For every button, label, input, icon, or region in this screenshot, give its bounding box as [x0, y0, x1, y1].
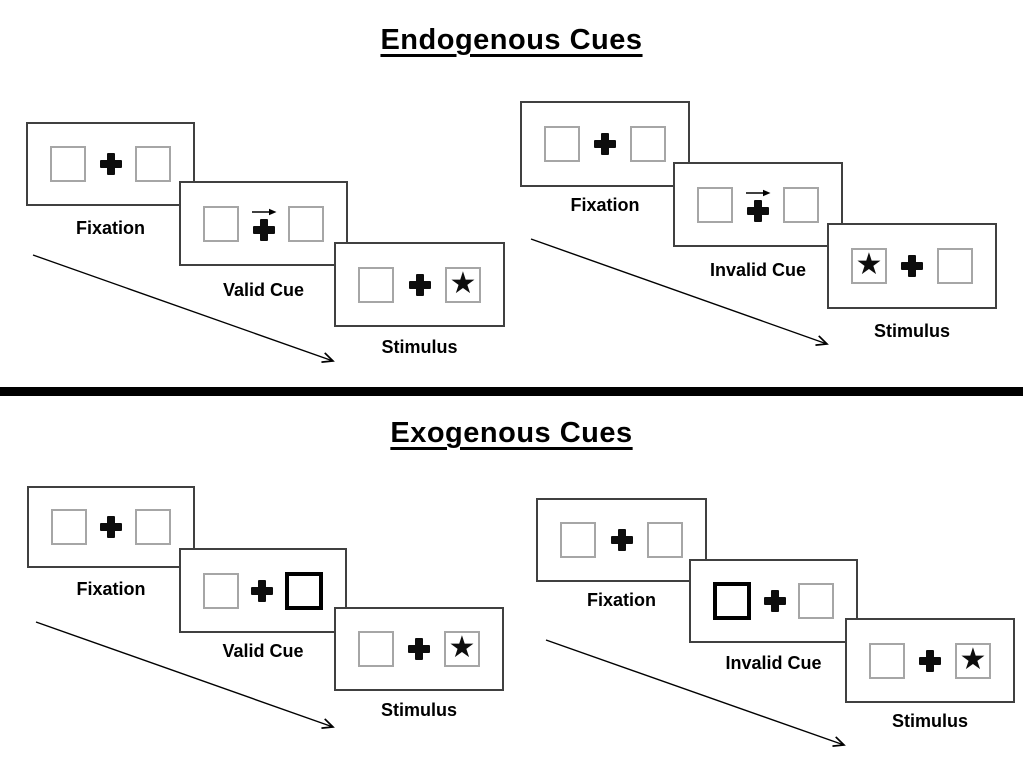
stimulus-label: Stimulus — [873, 321, 950, 341]
fixation-label: Fixation — [570, 195, 640, 215]
stimulus-label: Stimulus — [380, 700, 457, 720]
left-placeholder-box — [51, 509, 87, 545]
fixation-cross-icon — [919, 649, 941, 672]
section-divider — [0, 387, 1023, 396]
left-placeholder-box — [544, 126, 580, 162]
cue-label: Valid Cue — [222, 641, 304, 661]
right-target-box: ★ — [445, 266, 481, 303]
right-placeholder-box — [783, 186, 819, 223]
fixation-cross-icon — [408, 273, 431, 296]
left-target-box: ★ — [851, 248, 887, 284]
endogenous-invalid-fixation-panel — [520, 101, 690, 187]
left-placeholder-box — [50, 146, 86, 182]
right-placeholder-box — [135, 509, 171, 545]
left-placeholder-box — [358, 266, 394, 303]
exogenous-invalid-fixation-panel — [536, 498, 707, 582]
exogenous-invalid-cue-panel — [689, 559, 858, 643]
fixation-cross-icon — [251, 579, 273, 602]
star-stimulus-icon: ★ — [855, 248, 883, 281]
right-placeholder-box — [288, 205, 324, 242]
exogenous-valid-stimulus-panel: ★ — [334, 607, 504, 691]
cue-arrow-group — [745, 188, 771, 222]
stimulus-label: Stimulus — [381, 337, 458, 357]
exogenous-valid-fixation-panel — [27, 486, 195, 568]
time-arrow-icon — [32, 254, 343, 370]
endogenous-valid-stimulus-panel: ★ — [334, 242, 505, 327]
right-target-box: ★ — [444, 631, 480, 667]
fixation-cross-icon — [594, 133, 616, 155]
time-arrow-icon — [545, 639, 853, 753]
left-placeholder-box — [203, 205, 239, 242]
left-placeholder-box — [358, 631, 394, 667]
right-placeholder-box — [647, 522, 683, 558]
right-arrow-cue-icon — [251, 208, 276, 215]
endogenous-valid-cue-panel — [179, 181, 348, 266]
fixation-label: Fixation — [586, 590, 656, 610]
time-arrow-icon — [530, 238, 836, 352]
fixation-cross-icon — [100, 516, 122, 538]
right-cue-highlight-box — [285, 571, 323, 610]
cue-label: Invalid Cue — [725, 653, 822, 673]
fixation-label: Fixation — [76, 579, 146, 599]
right-placeholder-box — [937, 248, 973, 284]
fixation-cross-icon — [610, 529, 633, 551]
endogenous-invalid-cue-panel — [673, 162, 843, 247]
stimulus-label: Stimulus — [891, 711, 968, 731]
right-arrow-cue-icon — [746, 189, 771, 196]
cue-label: Invalid Cue — [709, 260, 807, 280]
left-cue-highlight-box — [713, 582, 751, 620]
exogenous-invalid-stimulus-panel: ★ — [845, 618, 1015, 703]
time-arrow-icon — [35, 621, 343, 735]
fixation-cross-icon — [763, 590, 786, 612]
left-placeholder-box — [560, 522, 596, 558]
fixation-cross-icon — [408, 638, 430, 660]
cue-label: Valid Cue — [222, 280, 305, 300]
endogenous-valid-fixation-panel — [26, 122, 195, 206]
star-stimulus-icon: ★ — [959, 642, 987, 676]
right-target-box: ★ — [955, 642, 991, 679]
fixation-cross-icon — [901, 255, 923, 277]
star-stimulus-icon: ★ — [448, 631, 476, 664]
exogenous-valid-cue-panel — [179, 548, 347, 633]
fixation-cross-icon — [252, 218, 275, 241]
fixation-label: Fixation — [75, 218, 145, 238]
right-placeholder-box — [798, 583, 834, 619]
cue-arrow-group — [251, 207, 277, 241]
left-placeholder-box — [697, 186, 733, 223]
fixation-cross-icon — [99, 153, 122, 175]
left-placeholder-box — [203, 572, 239, 609]
right-placeholder-box — [630, 126, 666, 162]
fixation-cross-icon — [747, 199, 769, 222]
endogenous-invalid-stimulus-panel: ★ — [827, 223, 997, 309]
star-stimulus-icon: ★ — [449, 266, 477, 300]
exogenous-section-title: Exogenous Cues — [390, 417, 633, 449]
right-placeholder-box — [135, 146, 171, 182]
left-placeholder-box — [869, 642, 905, 679]
endogenous-section-title: Endogenous Cues — [380, 24, 643, 56]
